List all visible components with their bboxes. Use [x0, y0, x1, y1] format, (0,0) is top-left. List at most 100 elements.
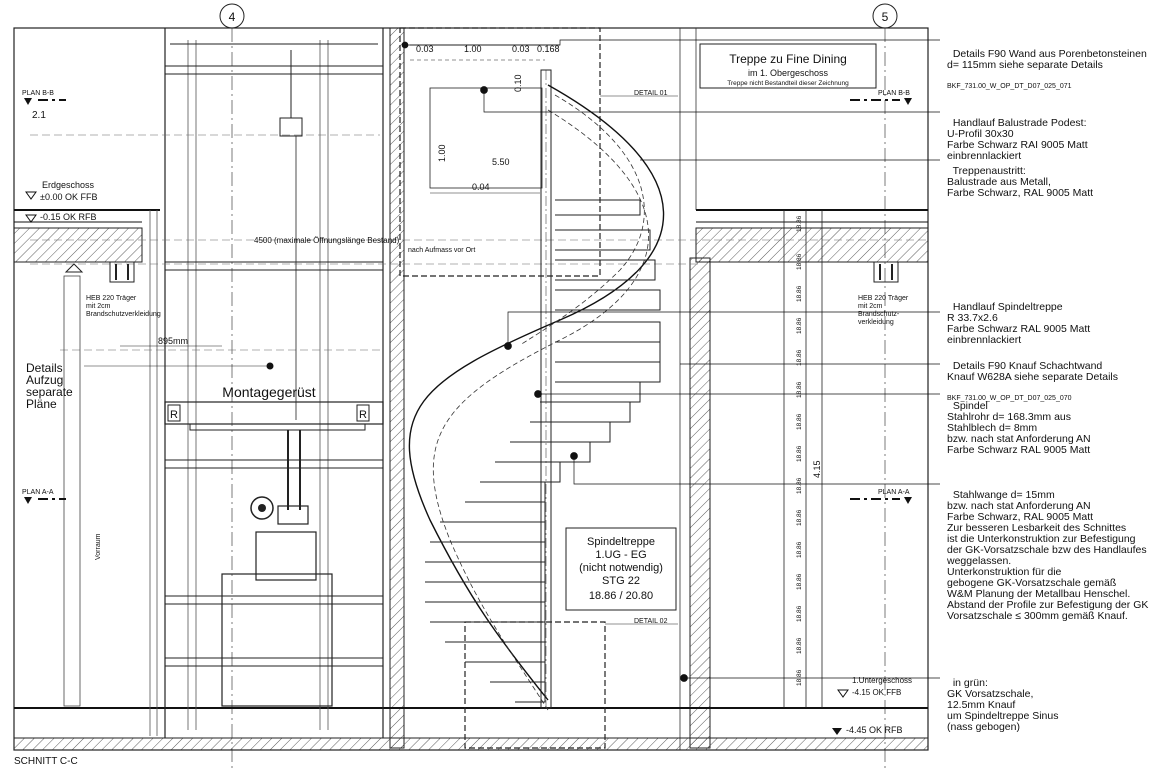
title-line2: im 1. Obergeschoss: [748, 68, 829, 78]
annotation-f90-wall: Details F90 Wand aus Porenbetonsteinen d…: [947, 38, 1147, 102]
dim-4-15: 4.15: [812, 460, 822, 478]
detail-01-label: DETAIL 01: [634, 90, 668, 97]
dim-1-00-top: 1.00: [464, 44, 482, 54]
stair-info-l4: STG 22: [602, 575, 640, 587]
beam-label-right-line: verkleidung: [858, 319, 894, 326]
title-line3: Treppe nicht Bestandteil dieser Zeichnun…: [727, 80, 849, 87]
title-name: Treppe zu Fine Dining: [729, 52, 847, 66]
beam-label-right-line: Brandschutz-: [858, 311, 900, 318]
annotation-shaft-wall-ref: BKF_731.00_W_OP_DT_D07_025_070: [947, 395, 1072, 402]
riser-dim: 18.86: [796, 509, 803, 526]
beam-label-right-line: HEB 220 Träger: [858, 295, 909, 302]
plan-aa-right: PLAN A-A: [878, 489, 910, 496]
scaffold-frame: [164, 401, 384, 425]
stair-treads: [425, 199, 661, 703]
riser-dim: 18.86: [796, 477, 803, 494]
detail-01-frame: [399, 27, 601, 277]
shaft-wall-left: [389, 27, 405, 749]
annotation-stringer: Stahlwange d= 15mm bzw. nach stat Anford…: [947, 479, 1148, 622]
level-ug-rfb: -4.45 OK RFB: [846, 725, 903, 735]
scaffold-r-left: R: [170, 409, 178, 421]
riser-dimension-labels: 18.86 18.86 18.86 18.86 18.86 18.86 18.8…: [796, 215, 803, 686]
annotation-spiral-handrail: Handlauf Spindeltreppe R 33.7x2.6 Farbe …: [947, 291, 1090, 346]
beam-label-left-line: HEB 220 Träger: [86, 295, 137, 302]
axis-label-4: 4: [229, 10, 236, 24]
dim-0-10: 0.10: [513, 74, 523, 92]
stair-info-l1: Spindeltreppe: [587, 536, 655, 548]
level-eg-name: Erdgeschoss: [42, 180, 95, 190]
slab-eg-left: [13, 227, 143, 263]
level-eg-ffb: ±0.00 OK FFB: [40, 192, 97, 202]
dim-0-03-left: 0.03: [416, 44, 434, 54]
shaft-wall-right: [689, 257, 711, 749]
annotation-f90-wall-text: Details F90 Wand aus Porenbetonsteinen d…: [947, 48, 1147, 71]
vorraum-label: Vorraum: [95, 533, 102, 560]
riser-dim: 18.86: [796, 573, 803, 590]
title-block: [699, 43, 877, 89]
annotation-spindle-text: Spindel Stahlrohr d= 168.3mm aus Stahlbl…: [947, 400, 1091, 456]
handrail-helix: [408, 84, 665, 701]
dim-0-04: 0.04: [472, 182, 490, 192]
riser-dim: 18.86: [796, 317, 803, 334]
dim-895: 895mm: [158, 336, 188, 346]
annotation-shaft-wall: Details F90 Knauf Schachtwand Knauf W628…: [947, 350, 1118, 414]
leader-lines: [401, 39, 940, 682]
scaffold-label: Montagegerüst: [222, 384, 316, 400]
annotation-f90-wall-ref: BKF_731.00_W_OP_DT_D07_025_071: [947, 83, 1072, 90]
riser-dim: 18.86: [796, 605, 803, 622]
plan-bb-left-num: 2.1: [32, 110, 46, 121]
dim-0-03-right: 0.03: [512, 44, 530, 54]
slab-eg-right: [695, 227, 929, 263]
annotation-handrail-balustrade: Handlauf Balustrade Podest: U-Profil 30x…: [947, 107, 1088, 162]
detail-02-label: DETAIL 02: [634, 618, 668, 625]
level-ug-name: 1.Untergeschoss: [852, 676, 912, 685]
dim-1-00-vert: 1.00: [437, 144, 447, 162]
section-title: SCHNITT C-C: [14, 756, 78, 767]
riser-dim: 18.86: [796, 445, 803, 462]
level-eg-rfb: -0.15 OK RFB: [40, 212, 97, 222]
opening-dim: 4500 (maximale Öffnungslänge Bestand): [254, 236, 400, 245]
beam-label-left-line: mit 2cm: [86, 303, 111, 310]
annotation-stair-exit-text: Treppenaustritt: Balustrade aus Metall, …: [947, 165, 1094, 199]
plan-aa-left: PLAN A-A: [22, 489, 54, 496]
plan-bb-right: PLAN B-B: [878, 90, 910, 97]
stair-info-l2: 1.UG - EG: [595, 549, 646, 561]
lift-details-line: separate: [26, 385, 73, 399]
annotation-handrail-balustrade-text: Handlauf Balustrade Podest: U-Profil 30x…: [947, 117, 1088, 162]
stair-info-box: [565, 527, 677, 611]
annotation-shaft-wall-text: Details F90 Knauf Schachtwand Knauf W628…: [947, 360, 1119, 383]
riser-dim: 18.86: [796, 413, 803, 430]
riser-dim: 18.86: [796, 381, 803, 398]
axis-label-5: 5: [882, 10, 889, 24]
lift-details-line: Aufzug: [26, 373, 63, 387]
lift-details-line: Pläne: [26, 397, 57, 411]
annotation-stair-exit: Treppenaustritt: Balustrade aus Metall, …: [947, 155, 1093, 199]
riser-dim: 18.86: [796, 215, 803, 232]
riser-dim: 18.86: [796, 253, 803, 270]
riser-dim: 18.86: [796, 349, 803, 366]
level-ug-ffb: -4.15 OK FFB: [852, 688, 901, 697]
scaffold-r-right: R: [359, 409, 367, 421]
riser-dim: 18.86: [796, 637, 803, 654]
annotation-spiral-handrail-text: Handlauf Spindeltreppe R 33.7x2.6 Farbe …: [947, 301, 1091, 346]
detail-02-frame: [464, 621, 606, 749]
dim-5-50: 5.50: [492, 157, 510, 167]
beam-label-right-line: mit 2cm: [858, 303, 883, 310]
lift-details-line: Details: [26, 361, 63, 375]
annotation-stringer-text: Stahlwange d= 15mm bzw. nach stat Anford…: [947, 489, 1149, 622]
riser-dim: 18.86: [796, 285, 803, 302]
beam-label-left-line: Brandschutzverkleidung: [86, 311, 161, 318]
annotation-green-note-text: in grün: GK Vorsatzschale, 12.5mm Knauf …: [947, 677, 1059, 733]
annotation-spindle: Spindel Stahlrohr d= 168.3mm aus Stahlbl…: [947, 390, 1091, 456]
stair-info-l5: 18.86 / 20.80: [589, 590, 653, 602]
slab-ug: [13, 737, 929, 751]
annotation-green-note: in grün: GK Vorsatzschale, 12.5mm Knauf …: [947, 667, 1059, 733]
